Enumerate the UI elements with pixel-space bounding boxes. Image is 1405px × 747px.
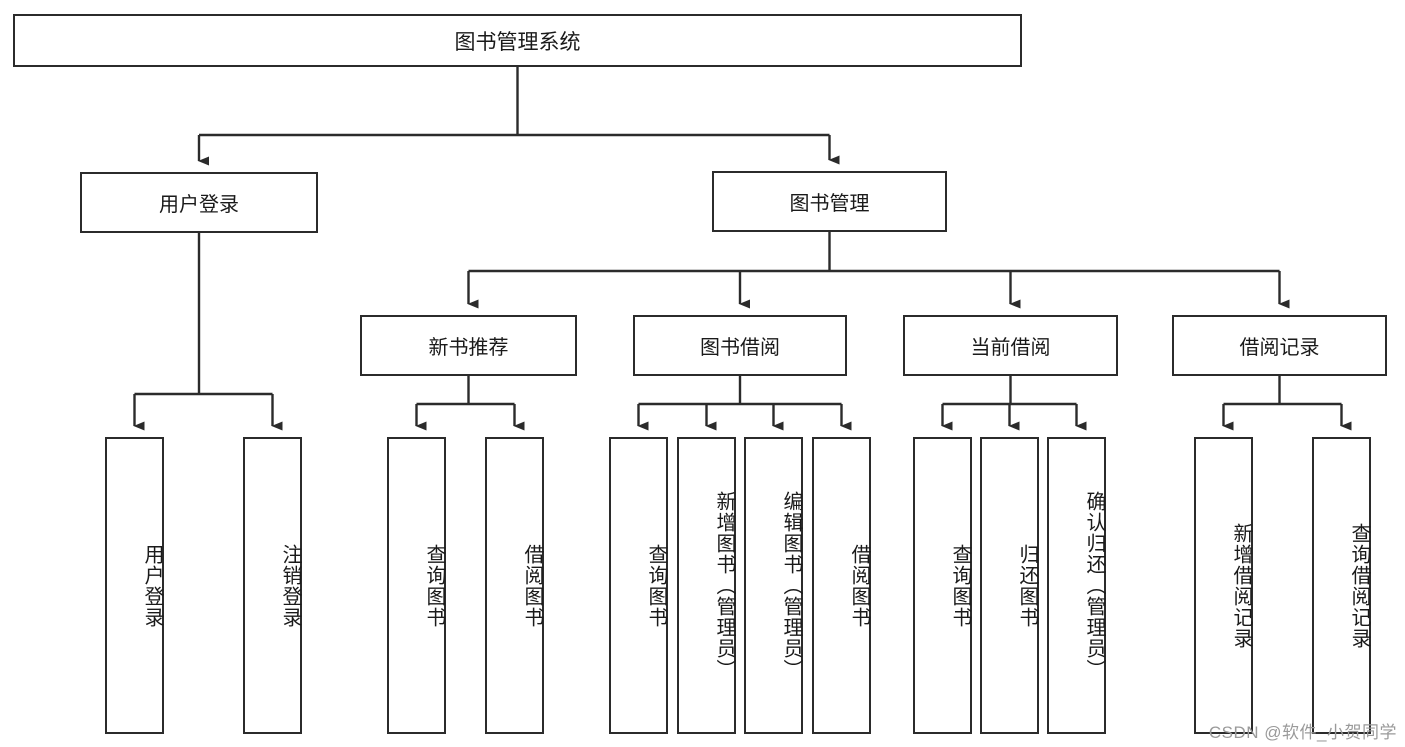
node-box[interactable]: 查询借阅记录	[1312, 437, 1371, 734]
node-label: 查询图书	[949, 543, 971, 628]
node-root[interactable]: 图书管理系统	[13, 14, 1022, 67]
node-label: 查询借阅记录	[1348, 522, 1370, 649]
node-box[interactable]: 查询图书	[609, 437, 668, 734]
node-label: 新书推荐	[428, 337, 509, 359]
node-box[interactable]: 查询图书	[387, 437, 446, 734]
node-box[interactable]: 借阅图书	[812, 437, 871, 734]
node-label: 图书借阅	[700, 337, 780, 359]
node-label: 当前借阅	[970, 337, 1051, 359]
node-box[interactable]: 新书推荐	[360, 315, 577, 376]
node-label: 查询图书	[423, 543, 445, 628]
node-box[interactable]: 新增借阅记录	[1194, 437, 1253, 734]
node-box[interactable]: 查询图书	[913, 437, 972, 734]
node-box[interactable]: 借阅记录	[1172, 315, 1387, 376]
node-label: 借阅记录	[1239, 337, 1320, 359]
node-box[interactable]: 用户登录	[80, 172, 318, 233]
node-label: 确认归还（管理员）	[1083, 491, 1105, 680]
node-label: 借阅图书	[521, 543, 543, 628]
node-box[interactable]: 新增图书（管理员）	[677, 437, 736, 734]
node-box[interactable]: 用户登录	[105, 437, 164, 734]
node-box[interactable]: 编辑图书（管理员）	[744, 437, 803, 734]
node-box[interactable]: 借阅图书	[485, 437, 544, 734]
node-label: 借阅图书	[848, 543, 870, 628]
node-label: 用户登录	[159, 194, 239, 216]
node-label: 图书管理	[789, 193, 870, 215]
node-box[interactable]: 图书管理	[712, 171, 947, 232]
node-label: 新增图书（管理员）	[713, 491, 735, 680]
node-label: 归还图书	[1016, 543, 1038, 628]
node-label: 图书管理系统	[454, 30, 581, 54]
node-label: 查询图书	[645, 543, 667, 628]
node-box[interactable]: 确认归还（管理员）	[1047, 437, 1106, 734]
node-label: 编辑图书（管理员）	[780, 491, 802, 680]
node-box[interactable]: 归还图书	[980, 437, 1039, 734]
node-box[interactable]: 注销登录	[243, 437, 302, 734]
node-label: 注销登录	[279, 543, 301, 628]
node-box[interactable]: 当前借阅	[903, 315, 1118, 376]
node-label: 用户登录	[141, 543, 163, 628]
node-box[interactable]: 图书借阅	[633, 315, 847, 376]
node-label: 新增借阅记录	[1230, 522, 1252, 649]
